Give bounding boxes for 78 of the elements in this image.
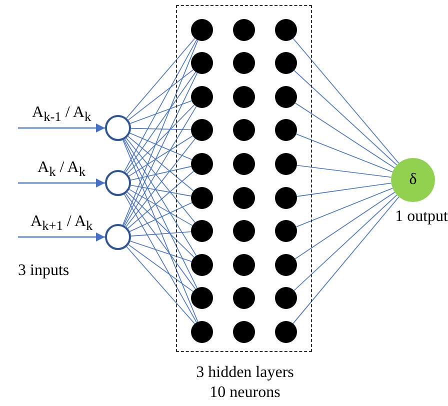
group-caption: 3 hidden layers 10 neurons: [195, 363, 295, 403]
connection-line: [122, 140, 198, 322]
connection-line: [122, 40, 198, 226]
connection-line: [123, 139, 198, 289]
hidden-neuron: [233, 187, 255, 209]
hidden-neuron: [233, 254, 255, 276]
group-caption: 3 inputs: [18, 262, 70, 280]
connection-line: [126, 192, 195, 258]
hidden-neuron: [275, 86, 297, 108]
connection-line: [296, 164, 392, 178]
hidden-neuron: [191, 187, 213, 209]
hidden-neuron: [233, 321, 255, 343]
hidden-neuron: [191, 287, 213, 309]
connection-line: [128, 135, 194, 176]
hidden-neuron: [191, 119, 213, 141]
hidden-neuron: [275, 287, 297, 309]
connection-line: [292, 196, 400, 324]
connection-line: [126, 246, 196, 324]
hidden-neuron: [275, 254, 297, 276]
connection-line: [130, 128, 192, 130]
hidden-neuron: [275, 321, 297, 343]
hidden-neuron: [191, 321, 213, 343]
connection-line: [130, 100, 192, 124]
hidden-neuron: [191, 19, 213, 41]
node-label: δ: [408, 171, 418, 189]
connection-line: [128, 69, 194, 120]
connection-line: [130, 240, 192, 262]
hidden-neuron: [191, 52, 213, 74]
arrow: [18, 232, 105, 242]
connection-line: [296, 134, 393, 172]
connection-line: [294, 194, 398, 291]
connection-line: [130, 166, 192, 181]
hidden-neuron: [191, 86, 213, 108]
hidden-neuron: [275, 187, 297, 209]
connection-line: [126, 104, 195, 174]
node-caption: 1 output: [395, 208, 448, 226]
connection-line: [130, 184, 192, 196]
input-neuron: [105, 170, 131, 196]
connection-line: [296, 182, 392, 197]
connection-line: [125, 193, 196, 290]
connection-line: [129, 202, 192, 232]
connection-line: [126, 38, 196, 119]
connection-line: [128, 244, 194, 292]
connection-line: [123, 72, 198, 226]
arrow: [18, 178, 105, 188]
hidden-neuron: [233, 153, 255, 175]
hidden-neuron: [275, 153, 297, 175]
hidden-neuron: [233, 287, 255, 309]
connection-line: [296, 188, 393, 228]
hidden-neuron: [233, 52, 255, 74]
input-neuron: [105, 224, 131, 250]
hidden-neuron: [233, 119, 255, 141]
hidden-neuron: [233, 19, 255, 41]
hidden-neuron: [275, 52, 297, 74]
hidden-neuron: [275, 220, 297, 242]
connection-line: [130, 132, 192, 160]
connection-line: [124, 106, 197, 226]
connection-line: [124, 194, 197, 323]
connection-line: [125, 72, 196, 173]
input-neuron: [105, 115, 131, 141]
hidden-neuron: [275, 19, 297, 41]
hidden-neuron: [233, 220, 255, 242]
connection-line: [294, 102, 395, 168]
connection-line: [124, 39, 198, 172]
hidden-neuron: [275, 119, 297, 141]
connection-line: [128, 136, 194, 192]
connection-line: [128, 189, 193, 226]
connection-line: [130, 231, 192, 236]
arrow: [18, 123, 105, 133]
hidden-neuron: [191, 254, 213, 276]
connection-line: [127, 170, 194, 229]
connection-line: [294, 70, 398, 166]
hidden-neuron: [233, 86, 255, 108]
connection-line: [124, 138, 197, 256]
connection-line: [294, 192, 396, 260]
hidden-neuron: [191, 220, 213, 242]
connection-line: [292, 38, 400, 164]
hidden-neuron: [191, 153, 213, 175]
